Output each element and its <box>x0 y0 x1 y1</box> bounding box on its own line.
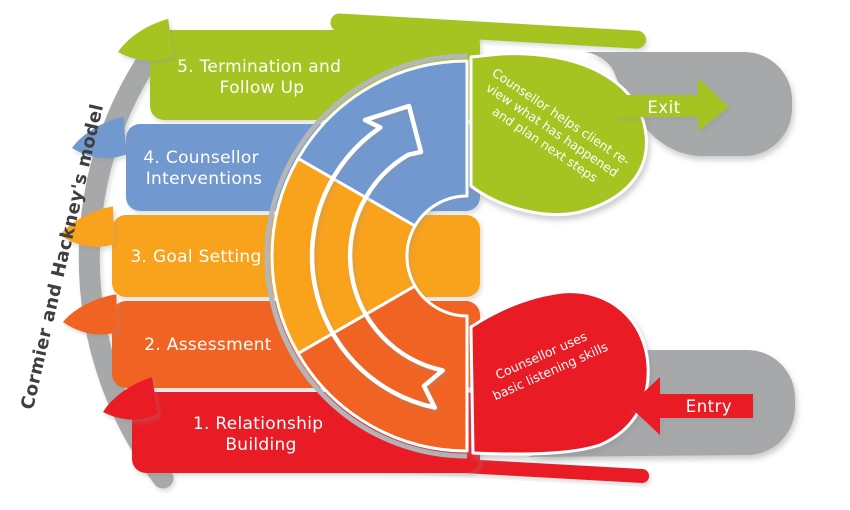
left-flow-arc <box>78 27 174 489</box>
annotation-blob-entry <box>469 290 650 456</box>
exit-arrow-icon <box>616 78 729 131</box>
stage-4-label: 4. Counsellor Interventions <box>143 148 264 189</box>
entry-label: Entry <box>686 397 732 416</box>
sector-stage-4 <box>296 59 469 228</box>
annotation-blob-exit <box>469 52 648 216</box>
stage-5-label: 5. Termination and Follow Up <box>177 57 347 98</box>
sector-stage-2 <box>296 284 469 453</box>
cycle-arrow-icon <box>309 103 445 410</box>
wheel-sectors <box>270 59 469 453</box>
sector-stage-3 <box>270 157 417 355</box>
stage-2-label: 2. Assessment <box>144 335 272 355</box>
stage-1-label: 1. Relationship Building <box>193 414 329 455</box>
wheel-rim <box>264 53 468 459</box>
stage-3-label: 3. Goal Setting <box>130 247 261 267</box>
exit-top-bar <box>330 13 646 49</box>
entry-arrow-icon <box>629 377 753 435</box>
exit-label: Exit <box>647 98 680 117</box>
